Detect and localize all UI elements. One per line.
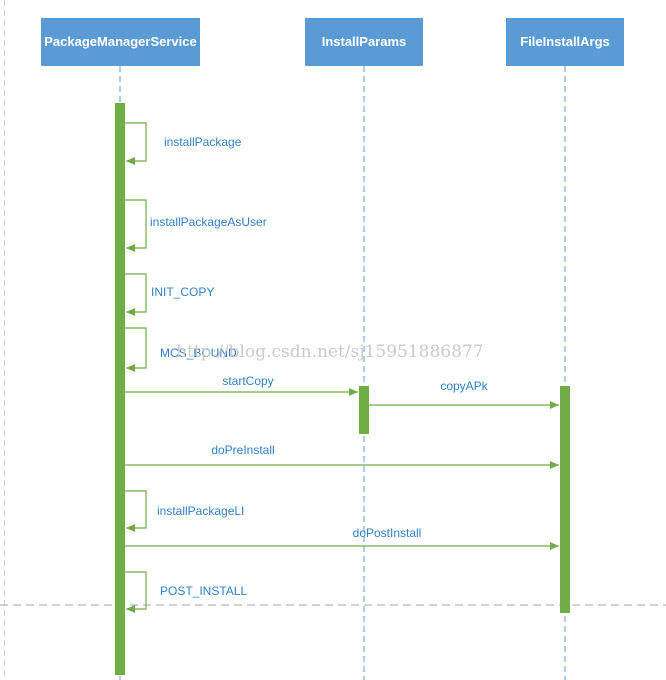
participant-package-manager-service: PackageManagerService xyxy=(41,18,200,66)
message-label-install-package: installPackage xyxy=(164,135,242,149)
activation-install-params xyxy=(359,386,369,434)
self-message-mcs-bound xyxy=(125,327,147,372)
message-label-start-copy: startCopy xyxy=(222,374,273,388)
self-message-install-package-as-user xyxy=(125,199,147,252)
self-message-post-install xyxy=(125,571,147,613)
participant-install-params: InstallParams xyxy=(305,18,423,66)
self-message-install-package xyxy=(125,122,147,165)
message-label-install-package-as-user: installPackageAsUser xyxy=(150,215,267,229)
participant-file-install-args: FileInstallArgs xyxy=(506,18,624,66)
message-label-mcs-bound: MCS_BOUND xyxy=(160,346,237,360)
message-label-copy-apk: copyAPk xyxy=(440,379,488,393)
self-message-init-copy xyxy=(125,273,147,316)
watermark-text: http://blog.csdn.net/sj15951886877 xyxy=(176,342,484,362)
message-label-init-copy: INIT_COPY xyxy=(151,285,214,299)
message-label-do-post-install: doPostInstall xyxy=(353,526,422,540)
participant-label: InstallParams xyxy=(322,34,407,49)
activation-package-manager-service xyxy=(115,103,125,675)
activation-file-install-args xyxy=(560,386,570,613)
participant-label: PackageManagerService xyxy=(44,34,196,49)
self-message-install-package-li xyxy=(125,490,147,532)
participant-label: FileInstallArgs xyxy=(520,34,610,49)
message-label-do-pre-install: doPreInstall xyxy=(211,443,274,457)
message-label-install-package-li: installPackageLI xyxy=(157,504,244,518)
message-label-post-install: POST_INSTALL xyxy=(160,584,247,598)
